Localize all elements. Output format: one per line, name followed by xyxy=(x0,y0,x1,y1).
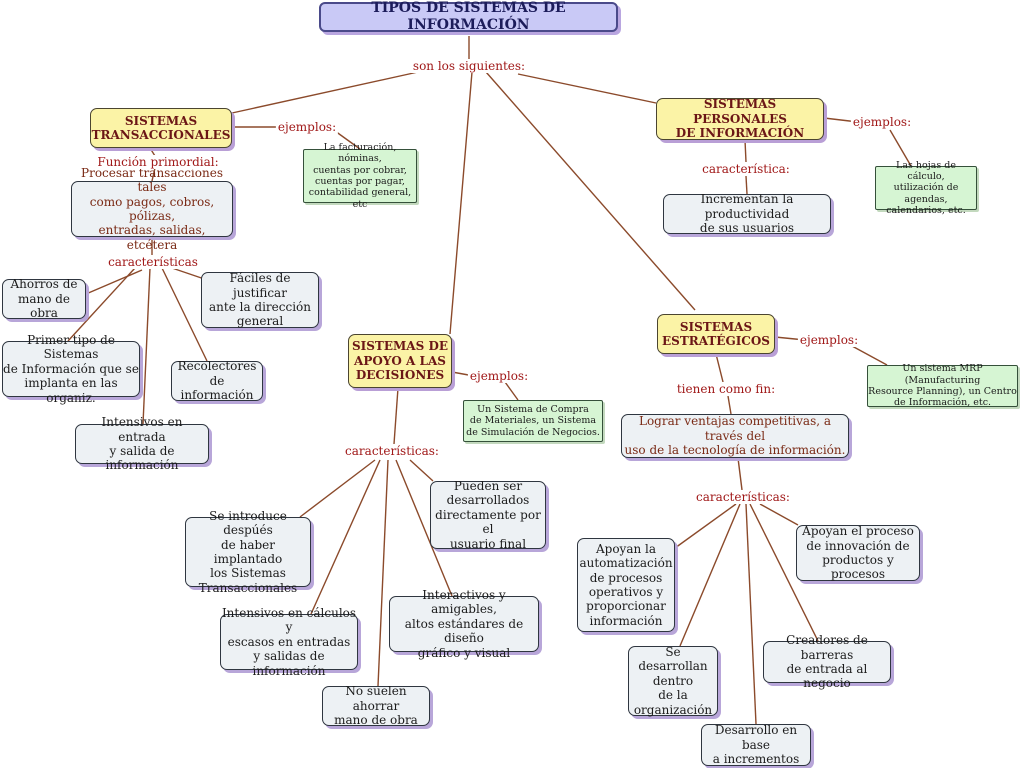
connector-line xyxy=(851,345,888,366)
label-son-los-siguientes: son los siguientes: xyxy=(410,59,528,73)
connector-line xyxy=(674,503,737,549)
node-sistemas-estrategicos[interactable]: SISTEMAS ESTRATÉGICOS xyxy=(657,314,775,354)
connector-line xyxy=(142,267,151,425)
connector-line xyxy=(449,71,473,335)
label-caracteristicas-apoyo: características: xyxy=(343,444,441,458)
node-incrementan-productividad[interactable]: Incrementan la productividad de sus usua… xyxy=(663,192,831,235)
node-lograr-ventajas[interactable]: Lograr ventajas competitivas, a través d… xyxy=(621,414,849,458)
node-pueden-ser-desarrollados[interactable]: Pueden ser desarrollados directamente po… xyxy=(430,479,546,551)
connector-line xyxy=(377,459,389,687)
connector-line xyxy=(745,503,757,725)
example-apoyo-decisiones: Un Sistema de Compra de Materiales, un S… xyxy=(463,400,603,442)
node-apoyan-automatizacion[interactable]: Apoyan la automatización de procesos ope… xyxy=(577,538,675,632)
connector-line xyxy=(149,147,156,157)
label-caracteristicas-transaccionales: características xyxy=(106,255,200,269)
node-se-introduce[interactable]: Se introduce despúés de haber implantado… xyxy=(185,509,311,595)
label-caracteristicas-estrategicos: características: xyxy=(694,490,792,504)
connector-line xyxy=(231,71,419,114)
connector-line xyxy=(151,167,156,182)
label-ejemplos-estrategicos: ejemplos: xyxy=(797,333,861,347)
connector-line xyxy=(334,130,361,150)
example-estrategicos: Un sistema MRP (Manufacturing Resource P… xyxy=(867,363,1018,409)
connector-line xyxy=(749,503,819,642)
connector-line xyxy=(715,353,724,383)
connector-line xyxy=(395,459,453,597)
label-caracteristica-personales: característica: xyxy=(700,162,792,176)
connector-line xyxy=(737,457,743,491)
node-ahorros-mano-obra[interactable]: Ahorros de mano de obra xyxy=(2,277,86,320)
connector-line xyxy=(517,73,657,104)
map-title: TIPOS DE SISTEMAS DE INFORMACIÓN xyxy=(319,0,618,33)
example-transaccionales: La facturación, nóminas, cuentas por cob… xyxy=(303,142,417,210)
connector-line xyxy=(393,387,399,445)
connector-line xyxy=(85,269,143,295)
connector-line xyxy=(727,395,732,415)
label-funcion-primordial: Función primordial: xyxy=(95,155,221,169)
node-recolectores[interactable]: Recolectores de información xyxy=(171,359,263,402)
node-creadores-barreras[interactable]: Creadores de barreras de entrada al nego… xyxy=(763,633,891,690)
node-apoyan-innovacion[interactable]: Apoyan el proceso de innovación de produ… xyxy=(796,524,920,581)
connector-line xyxy=(310,459,381,615)
node-desarrollo-incrementos[interactable]: Desarrollo en base a incrementos xyxy=(701,723,811,766)
node-interactivos-amigables[interactable]: Interactivos y amigables, altos estándar… xyxy=(389,588,539,660)
connector-line xyxy=(67,267,136,342)
label-ejemplos-personales: ejemplos: xyxy=(850,115,914,129)
connector-line xyxy=(299,459,376,518)
node-procesar-transacciones[interactable]: Procesar transacciones tales como pagos,… xyxy=(71,166,233,252)
node-primer-tipo[interactable]: Primer tipo de Sistemas de Información q… xyxy=(2,333,140,405)
connector-line xyxy=(161,267,208,362)
connector-line xyxy=(745,175,748,195)
label-ejemplos-transaccionales: ejemplos: xyxy=(275,120,339,134)
example-personales: Las hojas de cálculo, utilización de age… xyxy=(875,160,977,216)
label-tienen-como-fin: tienen como fin: xyxy=(674,382,778,396)
node-sistemas-apoyo-decisiones[interactable]: SISTEMAS DE APOYO A LAS DECISIONES xyxy=(348,334,452,388)
connector-line xyxy=(744,139,747,163)
node-no-suelen-ahorrar[interactable]: No suelen ahorrar mano de obra xyxy=(322,684,430,727)
node-intensivos-calculos[interactable]: Intensivos en cálculos y escasos en entr… xyxy=(220,606,358,678)
connector-line xyxy=(485,71,696,311)
label-ejemplos-apoyo: ejemplos: xyxy=(467,369,531,383)
connector-line xyxy=(759,503,799,526)
node-sistemas-transaccionales[interactable]: SISTEMAS TRANSACCIONALES xyxy=(90,108,232,148)
node-intensivos-entrada-salida[interactable]: Intensivos en entrada y salida de inform… xyxy=(75,415,209,472)
connector-line xyxy=(409,459,434,482)
node-se-desarrollan[interactable]: Se desarrollan dentro de la organización xyxy=(628,645,718,717)
connector-line xyxy=(889,129,912,167)
connector-line xyxy=(504,381,519,401)
connector-line xyxy=(679,503,741,647)
node-faciles-justificar[interactable]: Fáciles de justificar ante la dirección … xyxy=(201,271,319,328)
node-sistemas-personales[interactable]: SISTEMAS PERSONALES DE INFORMACIÓN xyxy=(656,97,824,140)
